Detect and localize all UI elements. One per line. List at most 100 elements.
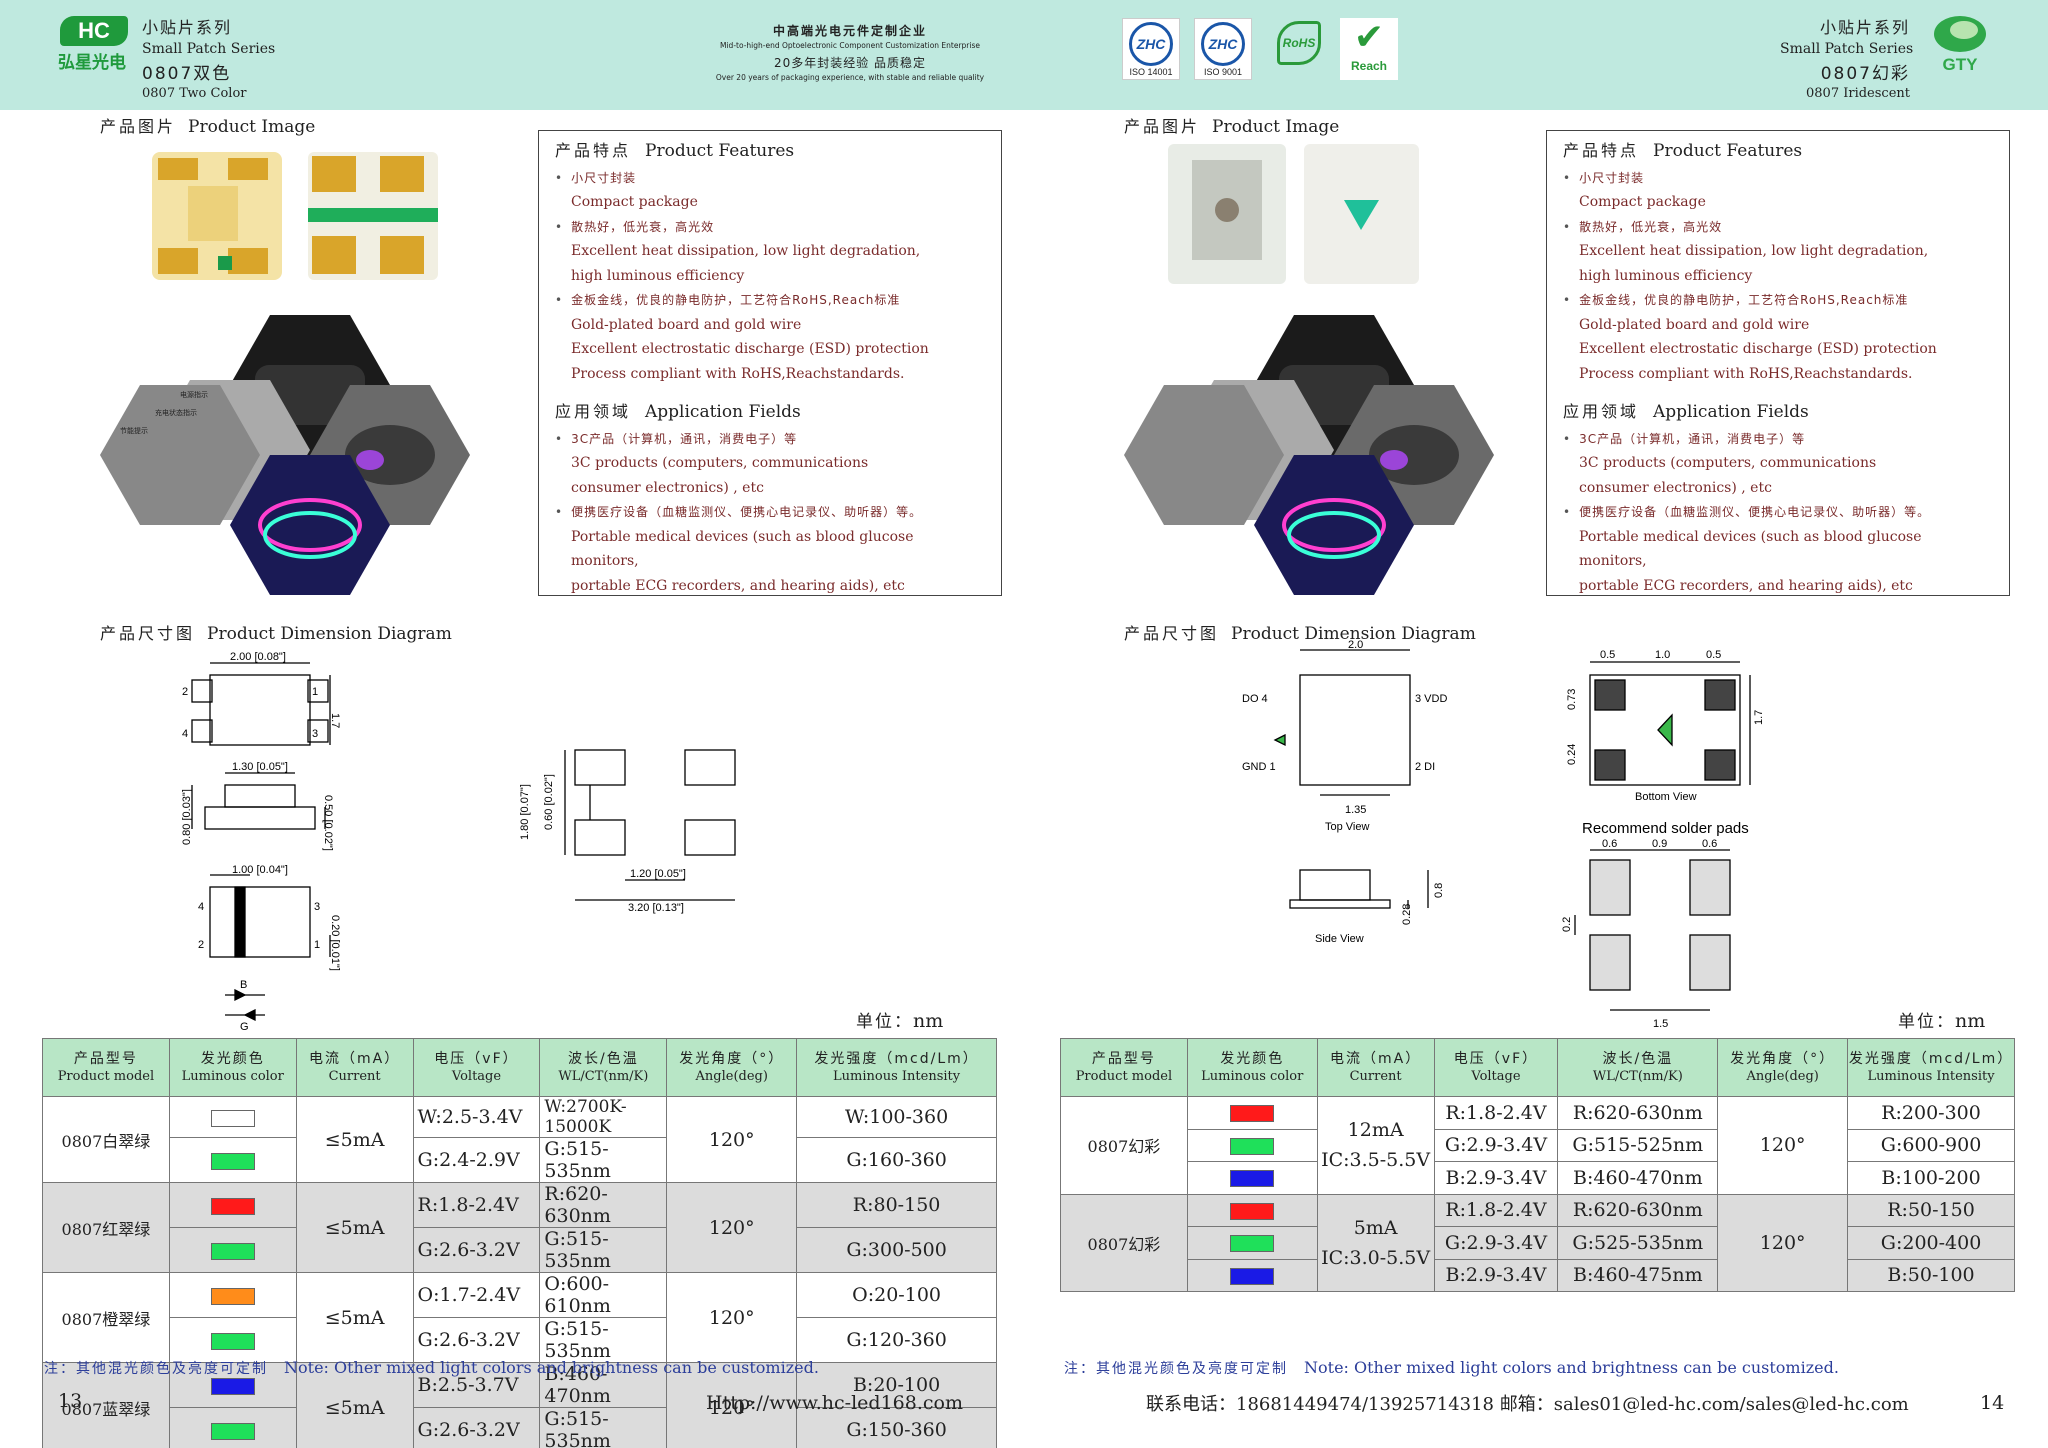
cell-voltage: G:2.9-3.4V [1433,1128,1559,1162]
model-cn-right: 0807幻彩 [1820,64,1910,84]
feature-text: high luminous efficiency [571,267,745,284]
th-en: Voltage [451,1068,502,1084]
cell-voltage: O:1.7-2.4V [412,1272,541,1318]
features-title-en: Product Features [1653,141,1803,161]
th-cn: 电压（vF） [434,1050,519,1067]
cell-color [168,1362,297,1408]
cell-voltage: B:2.9-3.4V [1433,1161,1559,1195]
cell-intensity: G:150-360 [796,1407,997,1448]
note-en: Note: Other mixed light colors and brigh… [1304,1358,1839,1377]
th-cn: 电流（mA） [309,1050,401,1067]
cell-angle: 120° [666,1362,798,1448]
note-cn: 注：其他混光颜色及亮度可定制 [44,1361,268,1377]
pin-label: 4 [182,728,188,740]
dim-r2: 0.9 [1652,838,1667,850]
center-header: 中高端光电元件定制企业 Mid-to-high-end Optoelectron… [660,22,1040,82]
cell-voltage: B:2.5-3.7V [412,1362,541,1408]
app-text: portable ECG recorders, and hearing aids… [1579,577,1913,594]
cell-color [1186,1258,1318,1292]
current-value: 12mA [1347,1119,1404,1142]
cell-angle: 120° [666,1096,798,1183]
dim-r3: 0.6 [1702,838,1717,850]
app-bullet: 3C产品（计算机，通讯，消费电子）等 [1563,427,1993,452]
color-swatch [210,1287,255,1305]
iridescent-led-photos [1168,144,1419,284]
pin-do: DO 4 [1242,693,1268,705]
th-en: Luminous Intensity [833,1068,961,1084]
unit-right: 单位：nm [1898,1007,1985,1032]
cell-color [168,1182,297,1228]
cell-voltage: R:1.8-2.4V [412,1182,541,1228]
cell-intensity: G:600-900 [1847,1128,2015,1162]
dim-inner: 1.35 [1345,804,1366,816]
feature-text: Excellent heat dissipation, low light de… [571,243,921,259]
feature-text: Compact package [571,194,698,210]
center-line4: Over 20 years of packaging experience, w… [715,73,985,82]
th-cn: 电流（mA） [1330,1050,1422,1067]
feature-text: Process compliant with RoHS,Reachstandar… [571,365,905,382]
cell-angle: 120° [1717,1193,1849,1292]
th-en: WL/CT(nm/K) [1592,1068,1683,1084]
cell-wavelength: B:460-470nm [539,1362,668,1408]
hc-logo: HC [60,16,128,46]
feature-text: Compact package [1579,194,1706,210]
cell-color [1186,1226,1318,1260]
section-title-en: Product Dimension Diagram [1231,624,1476,644]
app-text: 3C products (computers, communications [1579,455,1877,471]
diode-b-label: B [240,979,247,991]
th-en: Product model [57,1068,155,1084]
th-en: WL/CT(nm/K) [558,1068,649,1084]
unit-en: nm [1955,1010,1986,1032]
note-cn: 注：其他混光颜色及亮度可定制 [1064,1361,1288,1377]
zhc-icon: ZHC [1201,22,1245,66]
app-bullet: 便携医疗设备（血糖监测仪、便携心电记录仪、助听器）等。 [555,500,985,525]
th-en: Voltage [1471,1068,1521,1084]
dim-bot: 1.00 [0.04"] [232,864,288,876]
cell-intensity: G:160-360 [796,1137,997,1183]
dim-side: 1.7 [329,713,341,728]
th-en: Luminous Intensity [1867,1068,1995,1084]
cell-color [168,1096,297,1138]
right-header-text: 小贴片系列 Small Patch Series 0807幻彩 0807 Iri… [1780,14,1913,101]
page-header [0,0,2048,110]
features-title-en: Product Features [645,141,795,161]
feature-bullet: 散热好，低光衰，高光效 [555,215,985,240]
cell-color [1186,1096,1318,1130]
cell-current: ≤5mA [295,1362,414,1448]
feature-text: Excellent electrostatic discharge (ESD) … [571,341,929,357]
cell-angle: 120° [1717,1096,1849,1195]
cell-current: ≤5mA [295,1272,414,1363]
website-link[interactable]: Http://www.hc-led168.com [706,1392,963,1414]
dim-bv1: 0.73 [1566,689,1578,710]
app-title-en: Application Fields [1653,402,1809,422]
dim-rw: 1.5 [1653,1018,1668,1030]
rohs-leaf-icon: RoHS [1277,21,1321,65]
cell-angle: 120° [666,1182,798,1273]
color-swatch [1230,1170,1275,1188]
th-cn: 发光颜色 [200,1050,265,1067]
th-en: Luminous color [1201,1068,1304,1084]
app-text: 3C products (computers, communications [571,455,869,471]
cell-current: ≤5mA [295,1182,414,1273]
pin-label: 3 [312,728,318,740]
color-swatch [1230,1105,1275,1123]
pin-di: 2 DI [1415,761,1435,773]
rohs-badge: RoHS [1270,18,1328,80]
cell-voltage: R:1.8-2.4V [1433,1193,1559,1227]
cell-wavelength: G:515-535nm [539,1227,668,1273]
iso14001-badge: ZHC ISO 14001 [1122,18,1180,80]
app-text: Portable medical devices (such as blood … [571,528,914,570]
color-swatch [1230,1137,1275,1155]
